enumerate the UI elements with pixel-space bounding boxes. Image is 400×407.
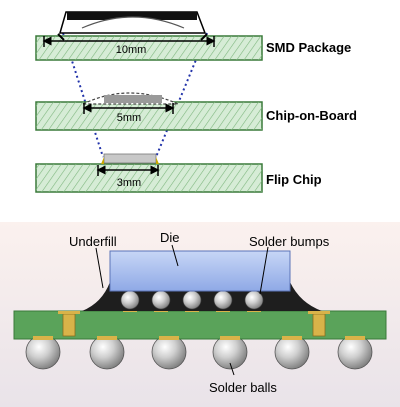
vias xyxy=(58,311,330,337)
via xyxy=(62,313,76,337)
underfill-label: Underfill xyxy=(69,234,117,249)
solder-ball xyxy=(151,334,187,370)
smd-size-label: 10mm xyxy=(116,44,147,56)
solder-ball xyxy=(337,334,373,370)
smd-package-row: 10mm SMD Package xyxy=(35,11,351,61)
flip-chip-row: 3mm Flip Chip xyxy=(35,153,322,193)
solder-ball xyxy=(89,334,125,370)
solder-balls xyxy=(25,334,373,370)
solder-ball xyxy=(274,334,310,370)
solder-bump xyxy=(120,290,140,310)
smd-package-label: SMD Package xyxy=(266,40,351,55)
cob-die xyxy=(104,95,162,103)
solder-bump xyxy=(182,290,202,310)
die xyxy=(109,250,291,292)
solder-bump xyxy=(151,290,171,310)
package-comparison-diagram: 10mm SMD Package 5mm Chip-on-Board 3mm F xyxy=(35,11,357,193)
flip-chip-size-label: 3mm xyxy=(117,177,141,189)
via xyxy=(312,313,326,337)
flip-chip-package-label: Flip Chip xyxy=(266,172,322,187)
ball-pads xyxy=(33,336,365,340)
die-label: Die xyxy=(160,230,180,245)
cob-package-label: Chip-on-Board xyxy=(266,108,357,123)
cob-size-label: 5mm xyxy=(117,112,141,124)
solder-ball xyxy=(25,334,61,370)
chip-on-board-row: 5mm Chip-on-Board xyxy=(35,92,357,131)
solder-bump xyxy=(213,290,233,310)
solder-bumps-label: Solder bumps xyxy=(249,234,330,249)
solder-balls-label: Solder balls xyxy=(209,380,277,395)
solder-bumps xyxy=(120,290,264,310)
flip-chip-die xyxy=(103,153,157,164)
flip-chip-cross-section: Die Underfill Solder bumps Solder balls xyxy=(0,222,400,407)
leader-lines xyxy=(95,244,269,376)
